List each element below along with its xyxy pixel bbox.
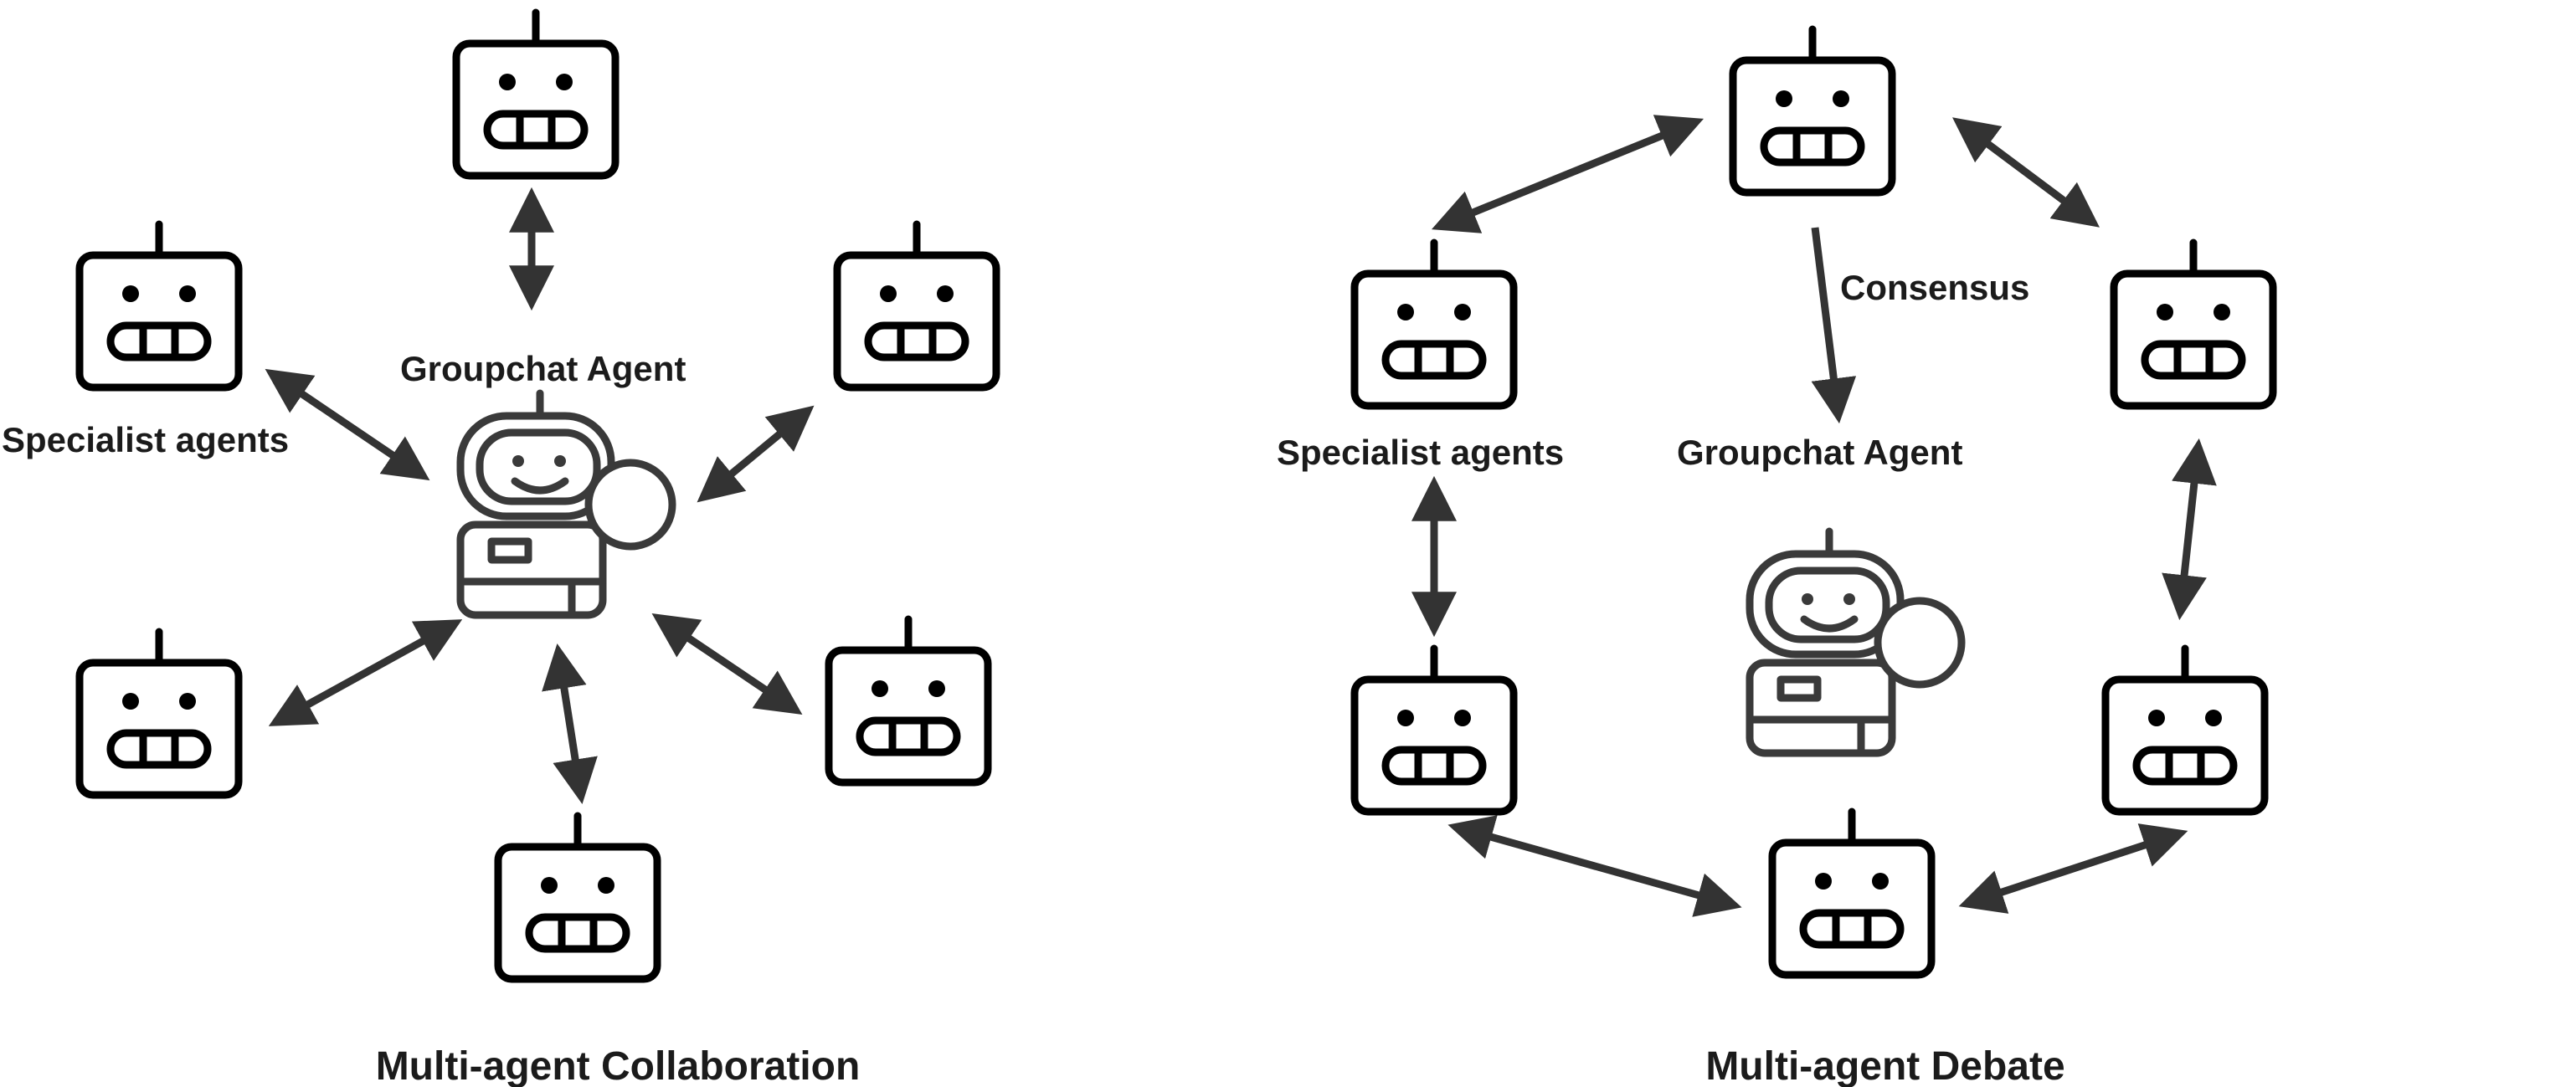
specialist-agents-label: Specialist agents — [2, 420, 289, 459]
groupchat-robot-icon — [1750, 531, 1962, 753]
robot-icon — [1355, 243, 1514, 406]
bidirectional-arrow-icon — [265, 368, 430, 481]
specialist-agents-label: Specialist agents — [1277, 433, 1564, 472]
groupchat-robot-icon — [460, 393, 672, 615]
robot-icon — [2106, 649, 2265, 812]
robot-icon — [498, 816, 657, 979]
robot-icon — [1772, 812, 1931, 975]
bidirectional-arrow-icon — [1431, 115, 1704, 233]
bidirectional-arrow-icon — [1952, 117, 2100, 228]
robot-icon — [1733, 29, 1892, 192]
robot-icon — [80, 632, 239, 795]
robot-icon — [2114, 243, 2273, 406]
bidirectional-arrow-icon — [1958, 823, 2188, 914]
bidirectional-arrow-icon — [268, 619, 463, 726]
debate-panel: Consensus Groupchat Agent Specialist age… — [1277, 29, 2273, 1087]
robot-icon — [829, 619, 988, 782]
robot-icon — [837, 224, 996, 387]
panel-title: Multi-agent Collaboration — [376, 1044, 861, 1087]
bidirectional-arrow-icon — [542, 643, 598, 805]
robot-icon — [456, 13, 615, 176]
robot-icon — [80, 224, 239, 387]
bidirectional-arrow-icon — [651, 613, 803, 715]
consensus-label: Consensus — [1840, 268, 2029, 307]
groupchat-agent-label: Groupchat Agent — [400, 349, 686, 388]
groupchat-agent-label: Groupchat Agent — [1677, 433, 1962, 472]
panel-title: Multi-agent Debate — [1705, 1044, 2064, 1087]
collaboration-panel: Groupchat Agent Specialist agents Multi-… — [2, 13, 996, 1087]
arrow-icon — [1811, 227, 1857, 424]
bidirectional-arrow-icon — [1447, 815, 1742, 917]
bidirectional-arrow-icon — [2162, 438, 2217, 621]
robot-icon — [1355, 649, 1514, 812]
bidirectional-arrow-icon — [697, 405, 815, 503]
